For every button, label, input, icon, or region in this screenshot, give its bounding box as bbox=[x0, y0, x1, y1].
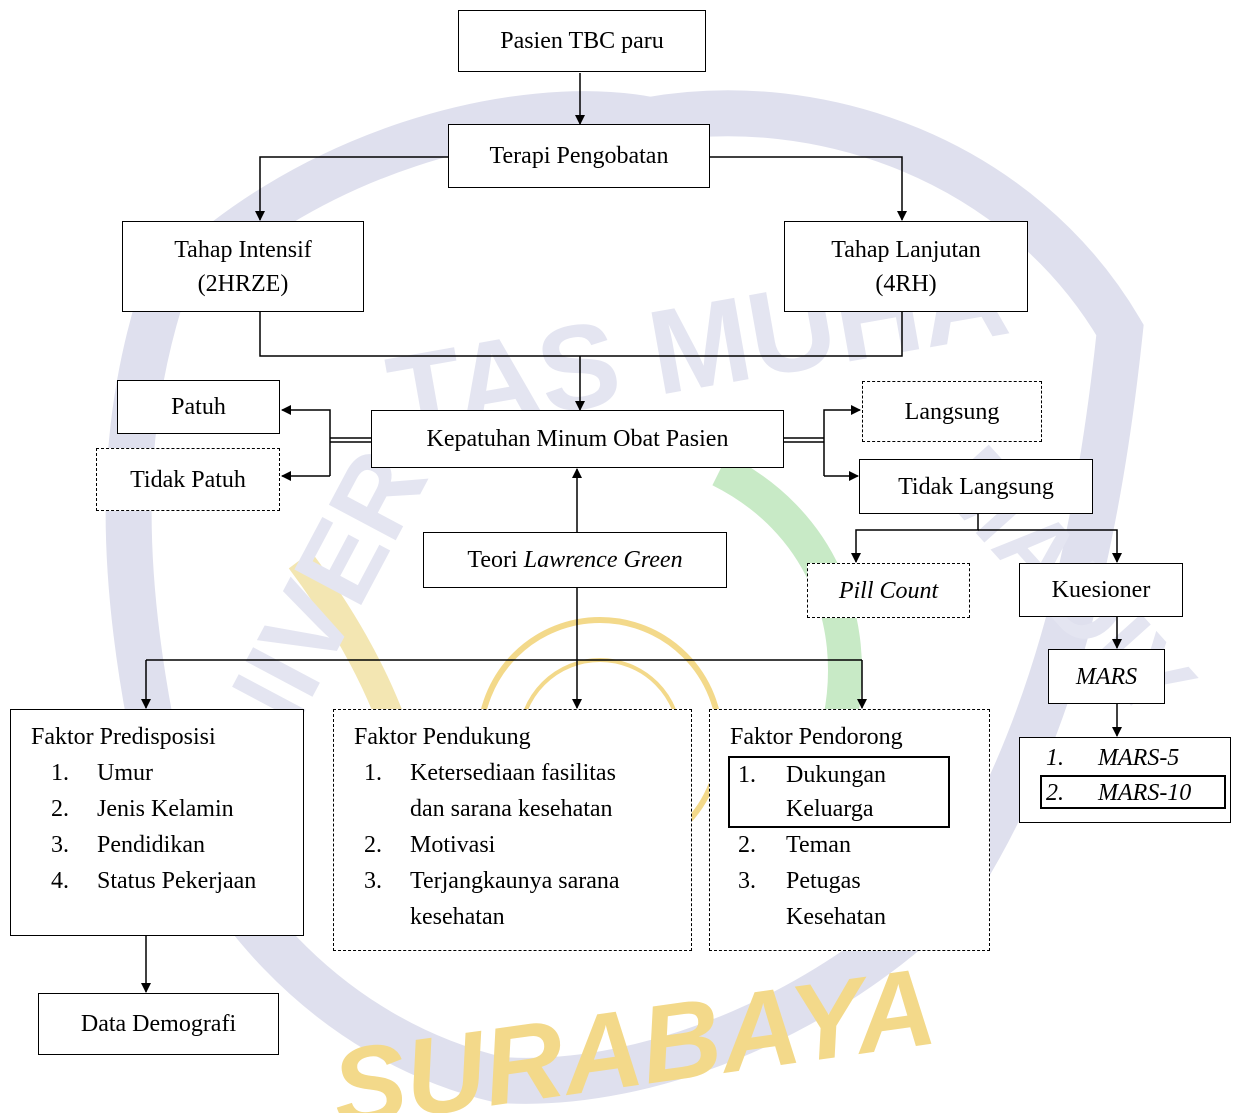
mars-list: 1. MARS-5 2. MARS-10 bbox=[1040, 741, 1226, 809]
pendorong-list: 1. Dukungan Keluarga 2. Teman 3. Petugas… bbox=[728, 756, 989, 936]
predisposisi-list: 1. Umur 2. Jenis Kelamin 3. Pendidikan 4… bbox=[31, 756, 303, 900]
pendorong-item-2-num: 2. bbox=[738, 832, 756, 858]
predisposisi-title: Faktor Predisposisi bbox=[31, 724, 216, 750]
pendorong-item-3-line1: Petugas bbox=[786, 868, 861, 894]
list-item: 1. Ketersediaan fasilitas dan sarana kes… bbox=[364, 756, 691, 828]
node-intensif-line2: (2HRZE) bbox=[197, 270, 289, 297]
pendorong-item-1-line2: Keluarga bbox=[786, 796, 874, 822]
pendorong-item-3-num: 3. bbox=[738, 868, 756, 894]
node-intensif: Tahap Intensif (2HRZE) bbox=[122, 221, 364, 312]
arrow-to-kuesioner bbox=[978, 529, 1122, 563]
list-item: 2. Teman bbox=[730, 828, 989, 864]
node-pill-count-label: Pill Count bbox=[838, 577, 939, 604]
mars-item-1-num: 1. bbox=[1046, 745, 1064, 771]
node-tidak-patuh: Tidak Patuh bbox=[96, 448, 280, 511]
node-patuh: Patuh bbox=[117, 380, 280, 434]
pendorong-item-3-line2: Kesehatan bbox=[786, 904, 886, 930]
line-tidak-langsung-split bbox=[851, 514, 979, 563]
predisposisi-item-3-label: Pendidikan bbox=[97, 832, 205, 858]
list-item: 3. Pendidikan bbox=[51, 828, 303, 864]
pendukung-item-3-line2: kesehatan bbox=[410, 904, 505, 930]
node-terapi: Terapi Pengobatan bbox=[448, 124, 710, 188]
mars-item-2-num: 2. bbox=[1046, 780, 1064, 806]
predisposisi-item-2-num: 2. bbox=[51, 796, 69, 822]
predisposisi-item-2-label: Jenis Kelamin bbox=[97, 796, 234, 822]
pendukung-item-3-text: Terjangkaunya sarana kesehatan bbox=[410, 864, 691, 936]
pendukung-item-1-text: Ketersediaan fasilitas dan sarana keseha… bbox=[410, 756, 691, 828]
list-item-highlighted: 1. Dukungan Keluarga bbox=[728, 756, 950, 828]
node-mars-label: MARS bbox=[1075, 663, 1138, 690]
node-langsung: Langsung bbox=[862, 381, 1042, 442]
pendorong-item-2-line1: Teman bbox=[786, 832, 851, 858]
pendorong-item-1-text: Dukungan Keluarga bbox=[786, 758, 948, 826]
line-intensif-merge bbox=[259, 312, 903, 357]
predisposisi-item-4-label: Status Pekerjaan bbox=[97, 868, 257, 894]
list-item: 4. Status Pekerjaan bbox=[51, 864, 303, 900]
arrow-terapi-intensif bbox=[255, 156, 448, 221]
node-tidak-langsung-label: Tidak Langsung bbox=[898, 473, 1054, 500]
pendorong-item-1-line1: Dukungan bbox=[786, 762, 886, 788]
list-item: 3. Terjangkaunya sarana kesehatan bbox=[364, 864, 691, 936]
node-langsung-label: Langsung bbox=[904, 398, 1000, 425]
pendorong-item-3-text: Petugas Kesehatan bbox=[786, 864, 989, 936]
node-mars: MARS bbox=[1048, 649, 1165, 704]
node-pendukung: Faktor Pendukung 1. Ketersediaan fasilit… bbox=[333, 709, 692, 951]
node-tidak-langsung: Tidak Langsung bbox=[859, 459, 1093, 514]
node-lanjutan: Tahap Lanjutan (4RH) bbox=[784, 221, 1028, 312]
mars-item-2-label: MARS-10 bbox=[1098, 780, 1192, 806]
node-demografi: Data Demografi bbox=[38, 993, 279, 1055]
pendukung-title: Faktor Pendukung bbox=[354, 724, 531, 750]
arrow-terapi-lanjutan bbox=[710, 156, 907, 221]
pendukung-item-2-num: 2. bbox=[364, 832, 382, 858]
pendukung-item-1-line2: dan sarana kesehatan bbox=[410, 796, 613, 822]
pendukung-item-3-num: 3. bbox=[364, 868, 382, 894]
node-mars-list: 1. MARS-5 2. MARS-10 bbox=[1019, 737, 1231, 823]
pendukung-item-3-line1: Terjangkaunya sarana bbox=[410, 868, 620, 894]
node-terapi-label: Terapi Pengobatan bbox=[489, 143, 669, 169]
node-kuesioner-label: Kuesioner bbox=[1051, 577, 1151, 603]
node-kepatuhan-label: Kepatuhan Minum Obat Pasien bbox=[426, 426, 729, 452]
predisposisi-item-1-num: 1. bbox=[51, 760, 69, 786]
list-item: 2. Jenis Kelamin bbox=[51, 792, 303, 828]
pendukung-item-2-line1: Motivasi bbox=[410, 832, 496, 858]
node-pasien: Pasien TBC paru bbox=[458, 10, 706, 72]
node-pill-count: Pill Count bbox=[807, 563, 970, 618]
pendorong-title: Faktor Pendorong bbox=[730, 724, 903, 750]
pendukung-item-1-num: 1. bbox=[364, 760, 382, 786]
node-kepatuhan: Kepatuhan Minum Obat Pasien bbox=[371, 410, 784, 468]
arrow-to-langsung bbox=[823, 405, 861, 476]
list-item: 2. Motivasi bbox=[364, 828, 691, 864]
pendorong-item-1-num: 1. bbox=[738, 762, 756, 788]
predisposisi-item-3-num: 3. bbox=[51, 832, 69, 858]
pendukung-item-1-line1: Ketersediaan fasilitas bbox=[410, 760, 616, 786]
list-item: 3. Petugas Kesehatan bbox=[730, 864, 989, 936]
mars-list-item: 1. MARS-5 bbox=[1046, 741, 1226, 775]
arrow-to-patuh bbox=[281, 405, 331, 476]
node-pendorong: Faktor Pendorong 1. Dukungan Keluarga 2.… bbox=[709, 709, 990, 951]
node-teori-name: Lawrence Green bbox=[523, 547, 683, 573]
node-lanjutan-line1: Tahap Lanjutan bbox=[831, 236, 981, 263]
node-intensif-line1: Tahap Intensif bbox=[174, 236, 312, 263]
node-patuh-label: Patuh bbox=[171, 394, 226, 420]
mars-list-item-highlighted: 2. MARS-10 bbox=[1040, 775, 1226, 809]
pendukung-list: 1. Ketersediaan fasilitas dan sarana kes… bbox=[354, 756, 691, 936]
node-pasien-label: Pasien TBC paru bbox=[500, 28, 664, 54]
node-demografi-label: Data Demografi bbox=[80, 1011, 237, 1037]
node-tidak-patuh-label: Tidak Patuh bbox=[130, 466, 246, 493]
mars-item-1-label: MARS-5 bbox=[1098, 745, 1180, 771]
node-lanjutan-line2: (4RH) bbox=[875, 270, 937, 297]
node-predisposisi: Faktor Predisposisi 1. Umur 2. Jenis Kel… bbox=[10, 709, 304, 936]
predisposisi-item-1-label: Umur bbox=[97, 760, 153, 786]
node-teori-prefix: Teori bbox=[467, 547, 524, 573]
list-item: 1. Umur bbox=[51, 756, 303, 792]
node-teori: Teori Lawrence Green bbox=[423, 532, 727, 588]
node-kuesioner: Kuesioner bbox=[1019, 563, 1183, 617]
predisposisi-item-4-num: 4. bbox=[51, 868, 69, 894]
